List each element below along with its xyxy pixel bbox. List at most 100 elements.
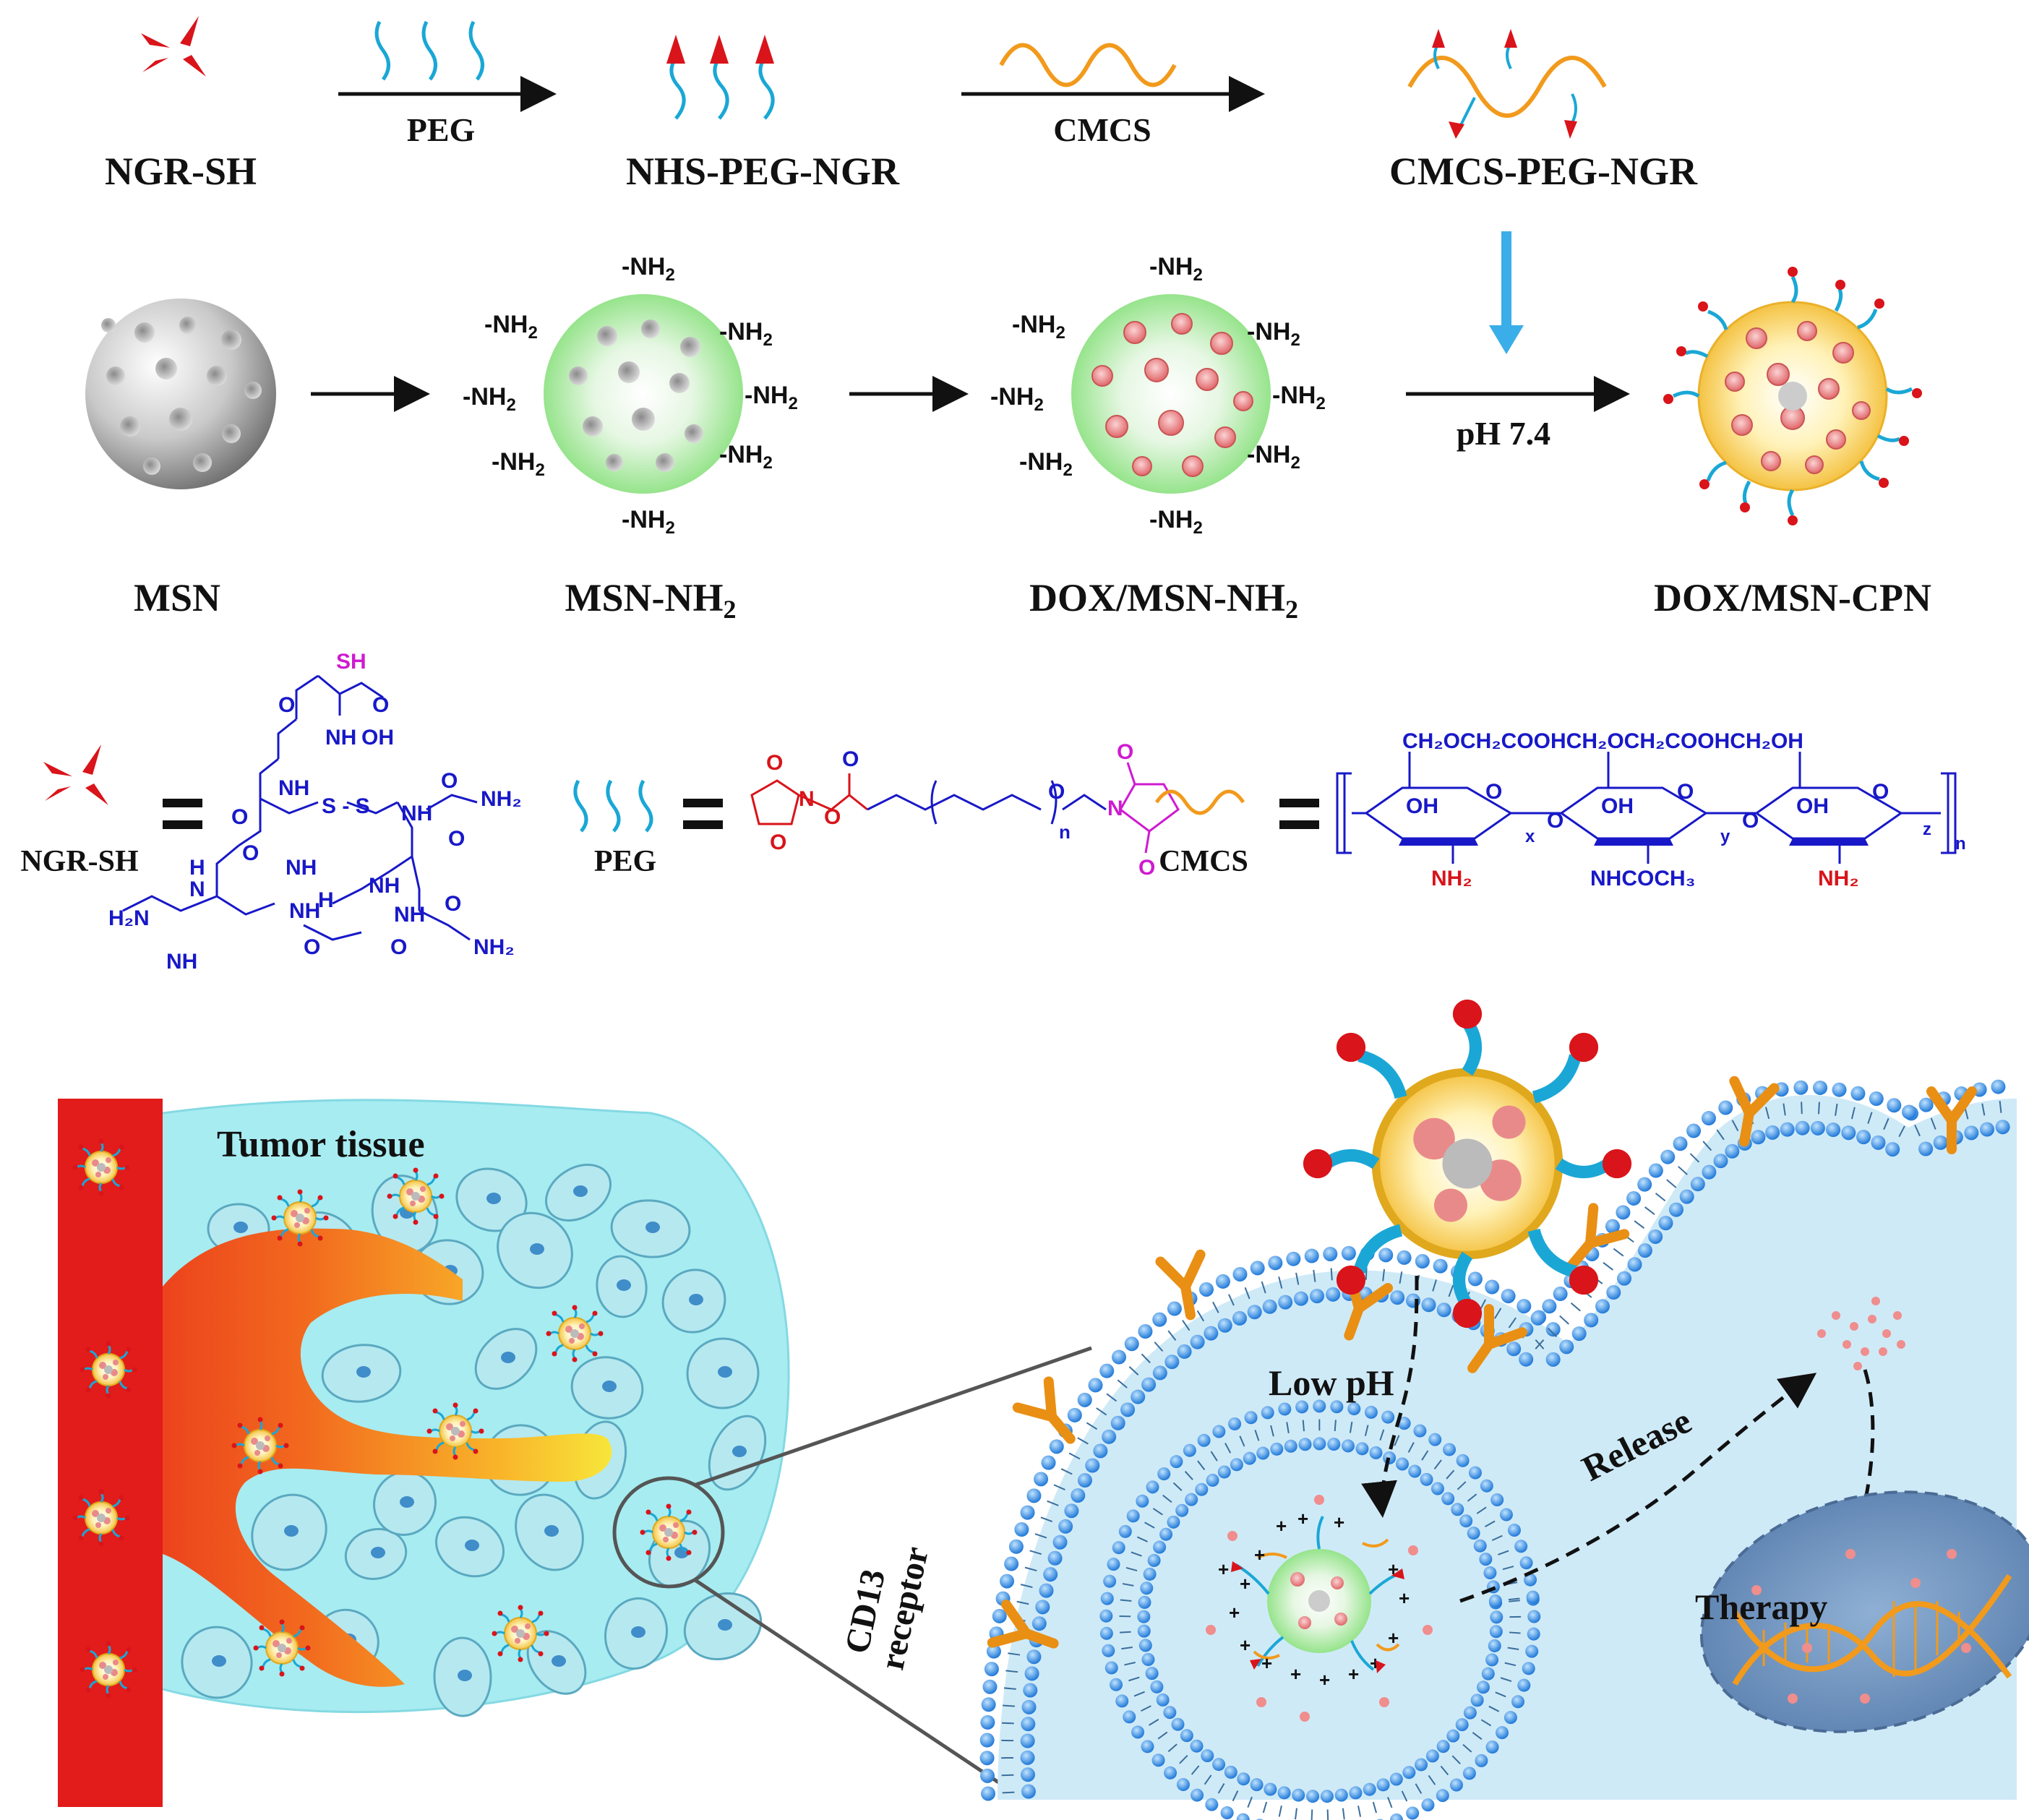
cell-nucleus: [371, 1547, 385, 1558]
svg-text:N: N: [1107, 797, 1123, 820]
svg-text:n: n: [1955, 834, 1966, 854]
svg-text:-NH2: -NH2: [463, 383, 516, 415]
svg-text:O: O: [1742, 809, 1759, 833]
svg-text:NH₂: NH₂: [1431, 867, 1472, 890]
cell-nucleus: [212, 1655, 226, 1667]
nucleus: Therapy: [1695, 1490, 2029, 1733]
cell-nucleus: [356, 1366, 371, 1378]
svg-text:O: O: [242, 841, 259, 865]
svg-text:+: +: [1276, 1515, 1287, 1537]
svg-text:O: O: [1485, 780, 1502, 804]
svg-text:+: +: [1297, 1508, 1308, 1529]
peg-legend-label: PEG: [594, 845, 656, 878]
svg-text:NH: NH: [289, 899, 320, 923]
cell-nucleus: [400, 1496, 414, 1508]
cell-nucleus: [486, 1193, 501, 1204]
ngr-legend: NGR-SH SH: [20, 650, 521, 974]
cell-nucleus: [732, 1446, 747, 1457]
cell-nucleus: [501, 1352, 515, 1363]
cell-nucleus: [552, 1655, 566, 1667]
svg-text:O: O: [372, 693, 389, 717]
nhs-peg-ngr-reagent: NHS-PEG-NGR: [626, 35, 900, 193]
cell-uptake-panel: +++ +++ +++ +++ ++++ Low pH CD13 recepto…: [838, 1000, 2029, 1820]
coating-arrow: pH 7.4: [1406, 376, 1630, 452]
svg-text:H₂N: H₂N: [108, 906, 150, 930]
nhs-peg-ngr-label: NHS-PEG-NGR: [626, 150, 900, 193]
svg-text:-NH2: -NH2: [484, 311, 538, 343]
cell-nucleus: [530, 1243, 544, 1255]
svg-text:+: +: [1290, 1663, 1301, 1685]
cmcs-structure: CH₂OCH₂COOHCH₂OCH₂COOHCH₂OH OH OH OH O O…: [1336, 729, 1966, 890]
zoom-line-bottom: [692, 1577, 1010, 1791]
tumor-tissue-label: Tumor tissue: [217, 1124, 425, 1165]
svg-text:+: +: [1240, 1634, 1251, 1656]
cd13-receptors: [987, 1076, 1977, 1649]
svg-text:-NH2: -NH2: [492, 448, 545, 480]
low-ph-label: Low pH: [1269, 1362, 1394, 1403]
msn-nh2-label: MSN-NH2: [565, 576, 737, 624]
svg-text:NH: NH: [369, 874, 400, 898]
svg-text:O: O: [441, 769, 458, 793]
cmcs-arrow-label: CMCS: [1053, 111, 1151, 148]
svg-text:-NH2: -NH2: [719, 441, 773, 473]
cell-nucleus: [718, 1619, 732, 1631]
cell-nucleus: [233, 1222, 248, 1233]
svg-text:+: +: [1334, 1511, 1344, 1533]
svg-text:NH: NH: [325, 726, 356, 750]
cd13-receptor-label: CD13 receptor: [838, 1543, 936, 1673]
release-arrow: [1459, 1373, 1817, 1603]
cd13-receptor-icon: [1012, 1376, 1076, 1444]
dox-msn-cpn-particle: [1663, 267, 1922, 525]
svg-text:z: z: [1923, 820, 1931, 839]
svg-text:+: +: [1254, 1544, 1265, 1566]
cd13-receptor-icon: [1566, 1203, 1630, 1271]
svg-text:+: +: [1229, 1602, 1240, 1623]
svg-text:O: O: [231, 805, 248, 829]
cell-nucleus: [617, 1279, 631, 1291]
svg-text:-NH2: -NH2: [990, 383, 1044, 415]
svg-text:-NH2: -NH2: [1247, 441, 1300, 473]
ph-condition-label: pH 7.4: [1457, 415, 1550, 452]
ngr-pinwheel-icon: [141, 16, 206, 77]
svg-text:OH: OH: [1406, 794, 1438, 818]
svg-text:+: +: [1218, 1558, 1229, 1580]
svg-text:-NH2: -NH2: [1019, 448, 1073, 480]
amine-groups: -NH2 -NH2 -NH2 -NH2 -NH2 -NH2 -NH2 -NH2: [463, 253, 798, 538]
svg-text:+: +: [1240, 1573, 1251, 1594]
cd13-receptor-icon: [1926, 1086, 1977, 1154]
svg-text:-NH2: -NH2: [1272, 382, 1326, 413]
svg-text:NH: NH: [286, 856, 317, 880]
svg-text:-NH2: -NH2: [622, 253, 675, 285]
main-vessel: [58, 1099, 163, 1807]
svg-text:-NH2: -NH2: [622, 506, 675, 538]
svg-text:O: O: [842, 747, 859, 771]
svg-text:H: H: [189, 856, 205, 880]
svg-text:H: H: [318, 888, 334, 912]
msn-label: MSN: [134, 576, 220, 619]
msn-nh2-particle: -NH2 -NH2 -NH2 -NH2 -NH2 -NH2 -NH2 -NH2 …: [463, 253, 798, 624]
svg-text:O: O: [1138, 856, 1155, 880]
svg-text:NH₂: NH₂: [473, 935, 515, 959]
cell-nucleus: [689, 1294, 703, 1305]
svg-text:O: O: [448, 827, 465, 851]
blood-vessel: [58, 1099, 612, 1807]
svg-text:NH: NH: [394, 903, 425, 927]
ngr-sh-label: NGR-SH: [105, 150, 257, 193]
cell-nucleus: [602, 1381, 617, 1392]
ngr-legend-label: NGR-SH: [20, 845, 138, 878]
cd13-receptor-icon: [1155, 1249, 1206, 1321]
cell-nucleus: [645, 1222, 660, 1233]
zoom-circle: [612, 1476, 725, 1589]
cd13-receptor-icon: [1729, 1076, 1780, 1147]
msn-particle: MSN: [85, 299, 276, 619]
peg-arrow: PEG: [338, 20, 557, 148]
svg-text:-NH2: -NH2: [1247, 318, 1300, 350]
svg-text:+: +: [1348, 1663, 1359, 1685]
protonated-charges: +++ +++ +++ +++ ++++: [1218, 1508, 1410, 1691]
svg-text:O: O: [770, 830, 786, 854]
endocytosis-arrow: [1361, 1275, 1419, 1518]
svg-text:-NH2: -NH2: [1012, 311, 1065, 343]
svg-text:OH: OH: [1601, 794, 1634, 818]
tumor-tissue-panel: Tumor tissue: [58, 1099, 1092, 1807]
svg-text:O: O: [1048, 780, 1065, 804]
